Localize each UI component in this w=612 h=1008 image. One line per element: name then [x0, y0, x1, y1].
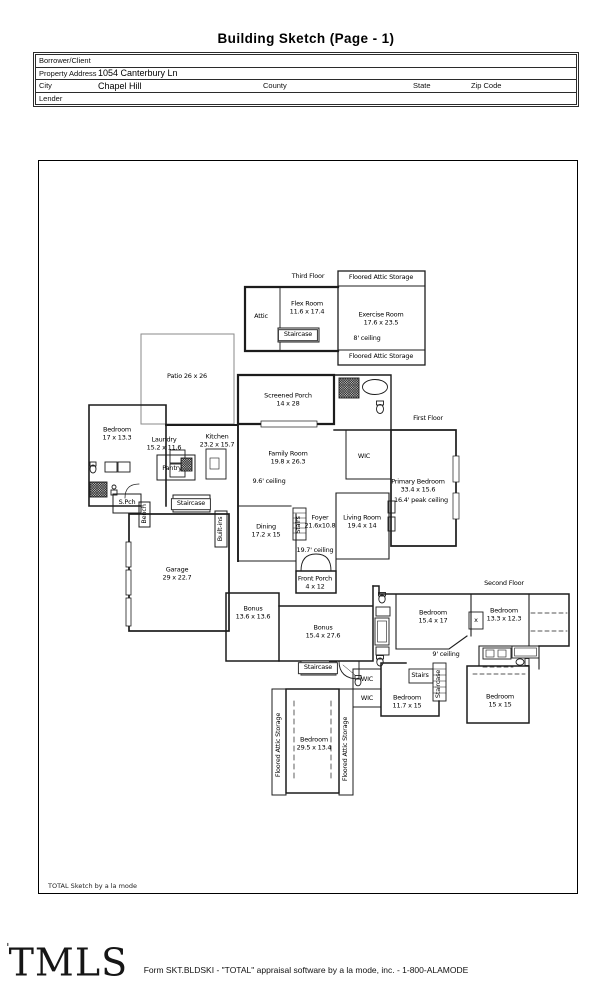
bedroom5-walls — [380, 662, 440, 717]
bedroom2-walls — [395, 593, 472, 650]
footer-form-text: Form SKT.BLDSKI - "TOTAL" appraisal soft… — [143, 965, 469, 975]
living-room-walls — [335, 492, 390, 572]
toilet-icon — [89, 461, 97, 474]
vanity-icon — [482, 647, 512, 660]
staircase-strip-second — [432, 662, 447, 702]
property-address-value: 1054 Canterbury Ln — [98, 68, 178, 78]
window-marks — [260, 420, 318, 428]
kitchen-island-icon — [205, 448, 227, 480]
city-label: City — [39, 81, 52, 90]
staircase-box-third — [277, 327, 320, 343]
closet-dashed-lines — [530, 612, 568, 632]
pantry-shelf-icon — [180, 457, 193, 472]
stairs-box-second — [408, 668, 434, 684]
garage-door-marks — [125, 541, 132, 627]
tub-icon — [362, 379, 388, 395]
city-value: Chapel Hill — [98, 80, 142, 91]
fixtures — [89, 377, 540, 687]
toilet-icon — [378, 592, 386, 604]
built-in-marker — [387, 500, 396, 514]
exercise-room-outline — [337, 270, 426, 366]
bonus1-outline — [225, 592, 280, 662]
sketch-credit: TOTAL Sketch by a la mode — [48, 882, 138, 890]
primary-bedroom-walls — [390, 429, 457, 547]
stairs-strip-first — [292, 507, 307, 541]
primary-bath-walls — [333, 374, 392, 431]
wic-walls-first — [345, 429, 392, 480]
sink-icon — [375, 606, 391, 617]
garage-outline — [128, 513, 230, 632]
first-floor-walls — [88, 333, 460, 632]
sink-icon — [375, 646, 390, 656]
corner-shower-icon — [342, 664, 356, 676]
built-in-marker — [387, 516, 396, 532]
screened-porch-small-outline — [112, 493, 142, 514]
porch-arch — [300, 553, 332, 572]
dining-foyer-walls — [237, 505, 297, 572]
sink-icon — [497, 649, 507, 658]
attic-storage-strip-right — [338, 688, 354, 796]
tub-icon — [374, 617, 390, 646]
attic-flex-room-walls — [243, 285, 340, 353]
toilet-icon — [376, 400, 384, 414]
table-row-borrower: Borrower/Client — [36, 55, 576, 68]
staircase-box-first — [172, 494, 211, 513]
info-table: Borrower/Client Property Address 1054 Ca… — [33, 52, 579, 107]
stair-treads — [432, 668, 447, 694]
shower-icon — [338, 377, 360, 399]
staircase-box-second — [300, 660, 337, 676]
stair-treads — [292, 512, 307, 534]
kitchen-sink-icon — [209, 457, 220, 470]
attic-storage-strip-left — [271, 688, 287, 796]
wic-walls-second — [352, 668, 382, 708]
closet-box — [468, 611, 484, 630]
pantry-outline — [156, 454, 196, 481]
page-title: Building Sketch (Page - 1) — [217, 31, 395, 46]
sink-icon — [485, 649, 495, 658]
borrower-label: Borrower/Client — [39, 56, 91, 65]
washer-dryer-icon — [169, 449, 186, 464]
tub-icon — [511, 645, 540, 659]
window-marks — [452, 455, 460, 483]
door-arc — [124, 483, 140, 499]
shower-icon — [89, 481, 108, 498]
tub-icon — [377, 620, 387, 643]
table-row-city: City Chapel Hill County State Zip Code — [36, 80, 576, 93]
floor-plan-walls — [88, 270, 570, 796]
tub-icon — [514, 647, 537, 657]
screened-porch-walls — [236, 373, 336, 426]
toilet-icon — [515, 658, 530, 666]
second-floor-walls — [225, 585, 570, 796]
table-row-address: Property Address 1054 Canterbury Ln — [36, 68, 576, 80]
zip-label: Zip Code — [471, 81, 502, 90]
kitchen-family-walls — [165, 423, 239, 562]
vanity-icon — [104, 461, 118, 473]
tmls-logo: TMLS — [6, 940, 128, 985]
front-porch-outline — [295, 570, 337, 594]
state-label: State — [413, 81, 431, 90]
patio-outline — [140, 333, 235, 425]
bedroom4-outline — [466, 665, 530, 724]
toilet-icon — [376, 655, 384, 667]
sink-icon — [110, 484, 118, 496]
floor-plan-drawing — [88, 270, 570, 796]
table-row-lender: Lender — [36, 93, 576, 105]
property-address-label: Property Address — [39, 68, 97, 78]
county-label: County — [263, 81, 287, 90]
window-marks — [452, 492, 460, 520]
built-ins-outline — [214, 510, 228, 548]
third-floor-walls — [243, 270, 426, 366]
vanity-icon — [117, 461, 131, 473]
lender-label: Lender — [39, 93, 63, 103]
bonus2-walls — [278, 585, 374, 662]
toilet-icon — [354, 675, 362, 687]
second-floor-wing-outline — [372, 585, 570, 647]
bedroom1-walls — [88, 404, 167, 507]
knee-wall-dashed — [293, 700, 332, 782]
